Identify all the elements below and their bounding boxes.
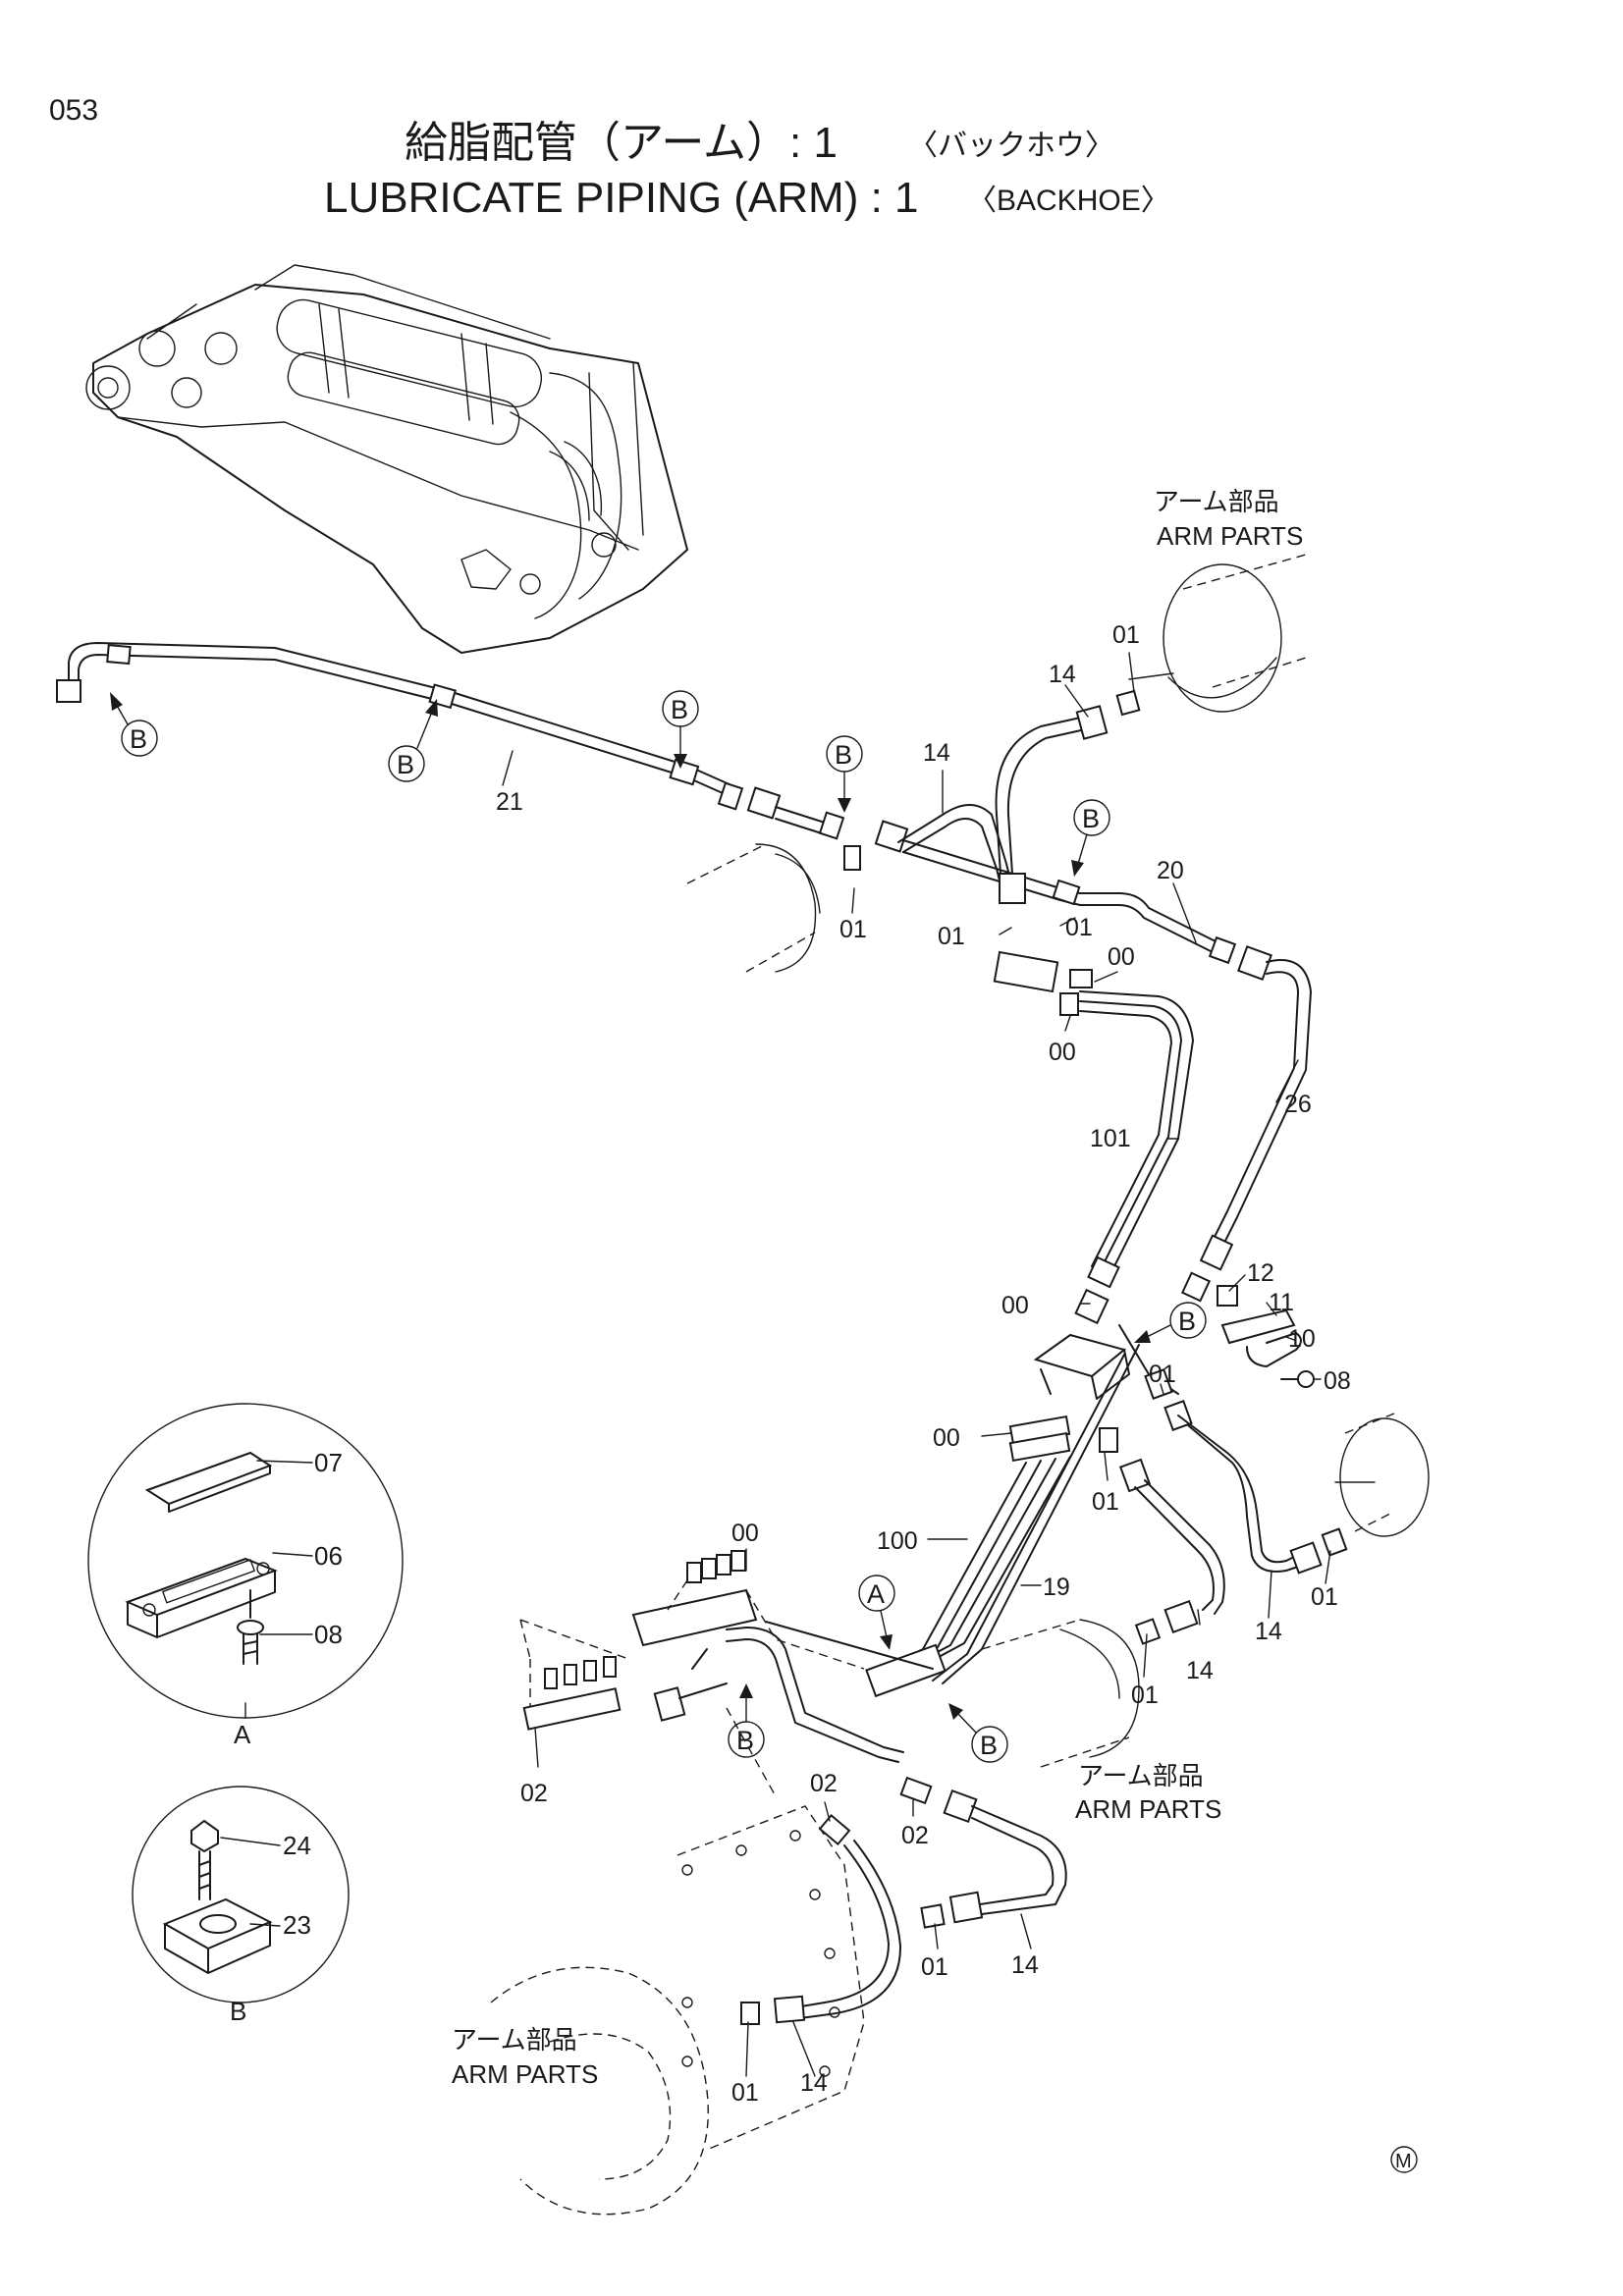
pipe-14-top <box>897 689 1141 904</box>
svg-text:B: B <box>1178 1307 1196 1336</box>
part-01-g: 01 <box>1311 1583 1338 1611</box>
part-00-c: 00 <box>1001 1292 1029 1319</box>
detail-b-part-23: 23 <box>283 1910 311 1940</box>
arm-parts-callout-1: アーム部品 ARM PARTS <box>1154 487 1303 551</box>
part-26: 26 <box>1284 1091 1312 1118</box>
marker-b-5: B <box>1071 799 1110 877</box>
detail-a-part-08: 08 <box>314 1620 343 1649</box>
title-japanese-sub: 〈バックホウ〉 <box>908 130 1114 162</box>
page-number: 053 <box>49 94 98 127</box>
marker-a-1: A <box>858 1575 895 1650</box>
part-10: 10 <box>1288 1325 1316 1353</box>
svg-text:B: B <box>1082 804 1100 833</box>
part-02-a: 02 <box>520 1780 548 1807</box>
cylinder-top-right <box>1128 554 1307 713</box>
part-01-a: 01 <box>1112 621 1140 649</box>
leader-lines <box>502 652 1331 2077</box>
svg-text:B: B <box>736 1726 754 1755</box>
part-01-h: 01 <box>1131 1682 1159 1709</box>
pipe-bundle-lower <box>865 1324 1193 1698</box>
part-00-b: 00 <box>1049 1039 1076 1066</box>
arm-overview-illustration <box>85 264 688 654</box>
marker-b-3: B <box>662 690 699 769</box>
part-01-c: 01 <box>938 923 965 950</box>
part-00-e: 00 <box>731 1520 759 1547</box>
fitting-row-top <box>746 786 1081 906</box>
svg-text:ARM PARTS: ARM PARTS <box>1157 521 1303 551</box>
part-01-b: 01 <box>839 916 867 943</box>
svg-text:B: B <box>835 740 852 770</box>
title-english: LUBRICATE PIPING (ARM) : 1 <box>324 174 919 222</box>
pipe-14-right <box>1177 1415 1348 1575</box>
svg-text:B: B <box>980 1731 998 1760</box>
svg-text:アーム部品: アーム部品 <box>1154 487 1279 516</box>
bracket-lower-left <box>490 1805 865 2216</box>
part-14-a: 14 <box>1049 661 1076 688</box>
svg-text:M: M <box>1395 2151 1412 2172</box>
part-14-d: 14 <box>1186 1657 1214 1684</box>
part-14-c: 14 <box>1255 1618 1282 1645</box>
detail-view-b: 24 23 B <box>132 1786 350 2026</box>
manifold-02 <box>519 1550 934 1797</box>
part-14-e: 14 <box>1011 1951 1039 1979</box>
part-01-e: 01 <box>1149 1361 1176 1388</box>
marker-b-7: B <box>728 1683 765 1758</box>
m-mark: M <box>1390 2146 1418 2173</box>
part-01-i: 01 <box>921 1953 948 1981</box>
detail-a-part-06: 06 <box>314 1541 343 1571</box>
pipe-101 <box>993 950 1194 1325</box>
cylinder-lower-middle <box>981 1619 1140 1768</box>
pipe-26 <box>1180 945 1312 1303</box>
part-100: 100 <box>877 1527 918 1555</box>
title-english-sub: 〈BACKHOE〉 <box>967 185 1170 217</box>
part-21: 21 <box>496 788 523 816</box>
part-02-b: 02 <box>810 1770 838 1797</box>
part-14-b: 14 <box>923 739 950 767</box>
arm-parts-callout-2: アーム部品 ARM PARTS <box>1075 1761 1221 1824</box>
part-01-d: 01 <box>1065 914 1093 941</box>
part-02-c: 02 <box>901 1822 929 1849</box>
pipe-21 <box>56 642 744 811</box>
pipe-14-middle <box>1134 1479 1225 1645</box>
svg-text:B: B <box>671 695 688 724</box>
cylinder-top-left <box>686 843 821 973</box>
detail-view-a: 07 06 08 A <box>87 1403 404 1749</box>
marker-b-8: B <box>948 1703 1008 1763</box>
part-14-f: 14 <box>800 2069 828 2097</box>
marker-b-1: B <box>110 692 158 757</box>
part-20: 20 <box>1157 857 1184 884</box>
marker-b-4: B <box>826 735 863 813</box>
title-japanese: 給脂配管（アーム）: 1 <box>405 119 838 167</box>
arm-parts-callout-3: アーム部品 ARM PARTS <box>452 2025 598 2089</box>
detail-b-part-24: 24 <box>283 1831 311 1860</box>
svg-text:B: B <box>130 724 147 754</box>
cylinder-right <box>1334 1413 1430 1537</box>
svg-text:B: B <box>397 750 414 779</box>
part-01-j: 01 <box>731 2079 759 2107</box>
part-08: 08 <box>1324 1367 1351 1395</box>
svg-text:ARM PARTS: ARM PARTS <box>452 2059 598 2089</box>
clamp-group <box>1217 1285 1315 1388</box>
part-labels: 21 01 14 14 01 01 01 00 00 20 26 101 12 … <box>496 621 1351 2107</box>
section-markers: B B B B B B A B B <box>110 690 1207 1763</box>
pipe-14-lower <box>740 1776 1067 2025</box>
part-12: 12 <box>1247 1259 1274 1287</box>
svg-text:ARM PARTS: ARM PARTS <box>1075 1794 1221 1824</box>
detail-a-part-07: 07 <box>314 1448 343 1477</box>
detail-b-label: B <box>230 1997 246 2026</box>
svg-text:アーム部品: アーム部品 <box>452 2025 577 2055</box>
part-00-d: 00 <box>933 1424 960 1452</box>
detail-a-label: A <box>234 1720 251 1749</box>
svg-text:アーム部品: アーム部品 <box>1078 1761 1204 1790</box>
part-19: 19 <box>1043 1574 1070 1601</box>
marker-b-6: B <box>1134 1302 1207 1343</box>
part-00-a: 00 <box>1108 943 1135 971</box>
part-01-f: 01 <box>1092 1488 1119 1516</box>
marker-b-2: B <box>388 699 438 782</box>
svg-text:A: A <box>867 1579 885 1609</box>
pipe-20 <box>1079 892 1237 965</box>
part-11: 11 <box>1269 1289 1294 1316</box>
part-101: 101 <box>1090 1125 1131 1152</box>
